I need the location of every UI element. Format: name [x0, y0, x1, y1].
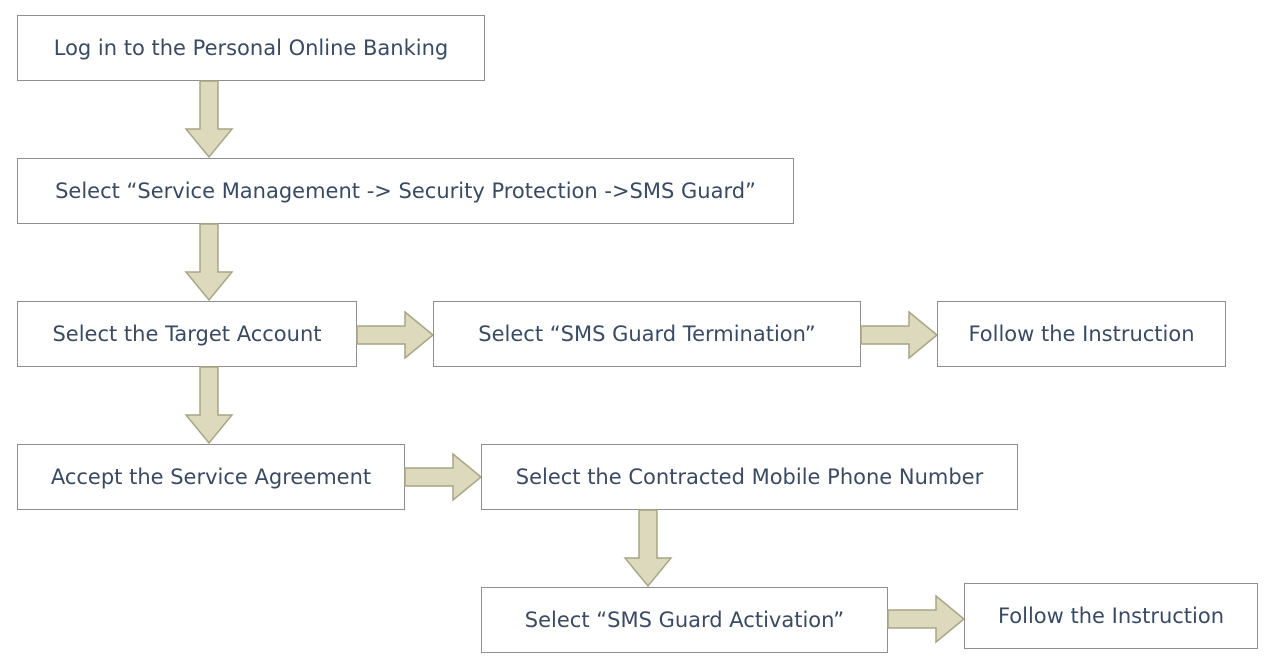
step-select-account: Select the Target Account: [17, 301, 357, 367]
step-select-phone-label: Select the Contracted Mobile Phone Numbe…: [515, 465, 984, 489]
step-select-phone: Select the Contracted Mobile Phone Numbe…: [481, 444, 1018, 510]
step-select-menu-label: Select “Service Management -> Security P…: [55, 179, 756, 203]
step-select-activation-label: Select “SMS Guard Activation”: [524, 608, 845, 632]
step-select-account-label: Select the Target Account: [52, 322, 322, 346]
step-select-activation: Select “SMS Guard Activation”: [481, 587, 888, 653]
step-select-termination: Select “SMS Guard Termination”: [433, 301, 861, 367]
arrow-down-3: [184, 366, 234, 445]
step-follow-instruction-2-label: Follow the Instruction: [997, 604, 1225, 628]
arrow-down-1: [184, 80, 234, 159]
step-accept-agreement-label: Accept the Service Agreement: [50, 465, 372, 489]
arrow-right-4: [887, 594, 966, 644]
arrow-right-1: [356, 310, 435, 360]
step-select-termination-label: Select “SMS Guard Termination”: [478, 322, 816, 346]
arrow-down-2: [184, 223, 234, 302]
step-login: Log in to the Personal Online Banking: [17, 15, 485, 81]
arrow-down-4: [623, 509, 673, 588]
step-follow-instruction-1-label: Follow the Instruction: [968, 322, 1195, 346]
arrow-right-3: [404, 452, 483, 502]
step-follow-instruction-2: Follow the Instruction: [964, 583, 1258, 649]
step-accept-agreement: Accept the Service Agreement: [17, 444, 405, 510]
step-select-menu: Select “Service Management -> Security P…: [17, 158, 794, 224]
step-follow-instruction-1: Follow the Instruction: [937, 301, 1226, 367]
step-login-label: Log in to the Personal Online Banking: [53, 36, 449, 60]
arrow-right-2: [860, 310, 939, 360]
